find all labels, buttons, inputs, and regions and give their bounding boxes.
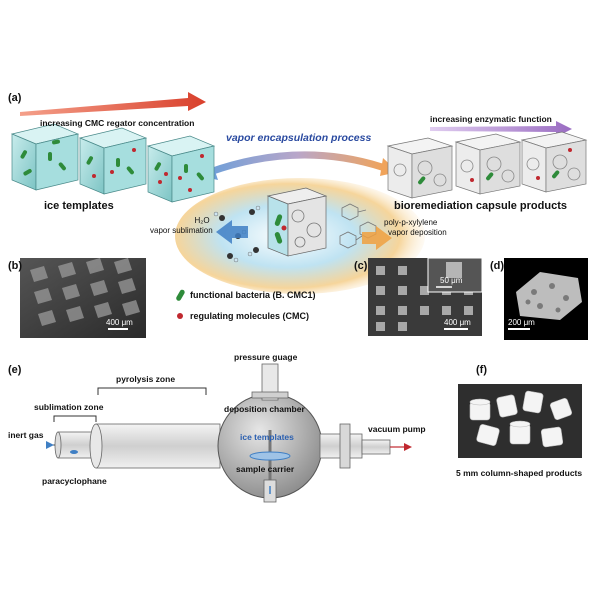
capsule-product-cube-1 <box>386 137 454 199</box>
panel-label-e: (e) <box>8 364 22 376</box>
pyrolysis-zone-label: pyrolysis zone <box>116 374 176 384</box>
vacuum-valve <box>339 423 351 469</box>
ice-template-cube-1 <box>10 123 80 191</box>
central-cube <box>266 187 328 257</box>
capsule-products-label: bioremediation capsule products <box>394 200 567 212</box>
process-label: vapor encapsulation process <box>226 132 372 144</box>
enzymatic-function-arrow <box>430 121 572 137</box>
scale-label-c: 400 μm <box>444 318 471 327</box>
column-products <box>469 390 572 448</box>
sample-carrier-plate <box>249 451 291 461</box>
sem-b-grid <box>30 258 140 326</box>
ice-template-cube-3 <box>146 135 216 203</box>
paracyclophane-sample <box>70 450 78 454</box>
cmc-concentration-arrow <box>20 92 206 116</box>
pressure-gauge-label: pressure guage <box>234 352 298 362</box>
vacuum-pump-label: vacuum pump <box>368 424 426 434</box>
panel-label-f: (f) <box>476 364 487 376</box>
ice-template-cube-2 <box>78 127 148 195</box>
deposition-label-1: poly-p-xylylene <box>384 218 438 227</box>
vacuum-arrow <box>404 443 412 451</box>
enzymatic-function-label: increasing enzymatic function <box>430 114 552 124</box>
ct-d-texture <box>525 283 569 313</box>
paracyclophane-label: paracyclophane <box>42 476 107 486</box>
ct-d-structure <box>516 272 582 320</box>
pyrolysis-bracket <box>97 387 207 395</box>
sem-c-inset-pillar <box>446 262 462 278</box>
inert-gas-arrow <box>46 441 54 449</box>
sublimation-arrow <box>216 220 248 244</box>
gauge-stem <box>261 363 279 401</box>
sublimation-label-1: H₂O <box>194 216 210 225</box>
molecule-legend-icon <box>177 313 183 319</box>
sublimation-bracket <box>53 415 97 422</box>
inert-gas-label: inert gas <box>8 430 44 440</box>
sample-carrier-label: sample carrier <box>236 464 295 474</box>
bacteria-legend-icon <box>176 289 185 301</box>
sublimation-label-2: vapor sublimation <box>150 226 213 235</box>
capsule-product-cube-3 <box>520 131 588 193</box>
deposition-chamber-label: deposition chamber <box>224 404 305 414</box>
scale-label-d: 200 μm <box>508 318 535 327</box>
gauge-flange <box>251 391 289 399</box>
scale-label-b: 400 μm <box>106 318 133 327</box>
panel-label-d: (d) <box>490 260 505 272</box>
products-caption: 5 mm column-shaped products <box>456 468 583 478</box>
panel-label-c: (c) <box>354 260 368 272</box>
deposition-label-2: vapor deposition <box>388 228 447 237</box>
ice-templates-label: ice templates <box>44 200 114 212</box>
scale-label-c-inset: 50 μm <box>440 276 463 285</box>
pyrolysis-tube <box>95 423 221 469</box>
bacteria-legend-label: functional bacteria (B. CMC1) <box>190 290 316 300</box>
process-arc-arrow <box>206 151 389 176</box>
deposition-arrow <box>362 226 392 250</box>
molecule-legend-label: regulating molecules (CMC) <box>190 311 310 321</box>
vacuum-outlet <box>361 439 391 455</box>
panel-label-b: (b) <box>8 260 23 272</box>
cmc-concentration-label: increasing CMC regator concentration <box>40 118 195 128</box>
panel-label-a: (a) <box>8 92 22 104</box>
chamber-ice-templates-label: ice templates <box>240 432 294 442</box>
capsule-product-cube-2 <box>454 133 522 195</box>
sublimation-zone-label: sublimation zone <box>34 402 104 412</box>
